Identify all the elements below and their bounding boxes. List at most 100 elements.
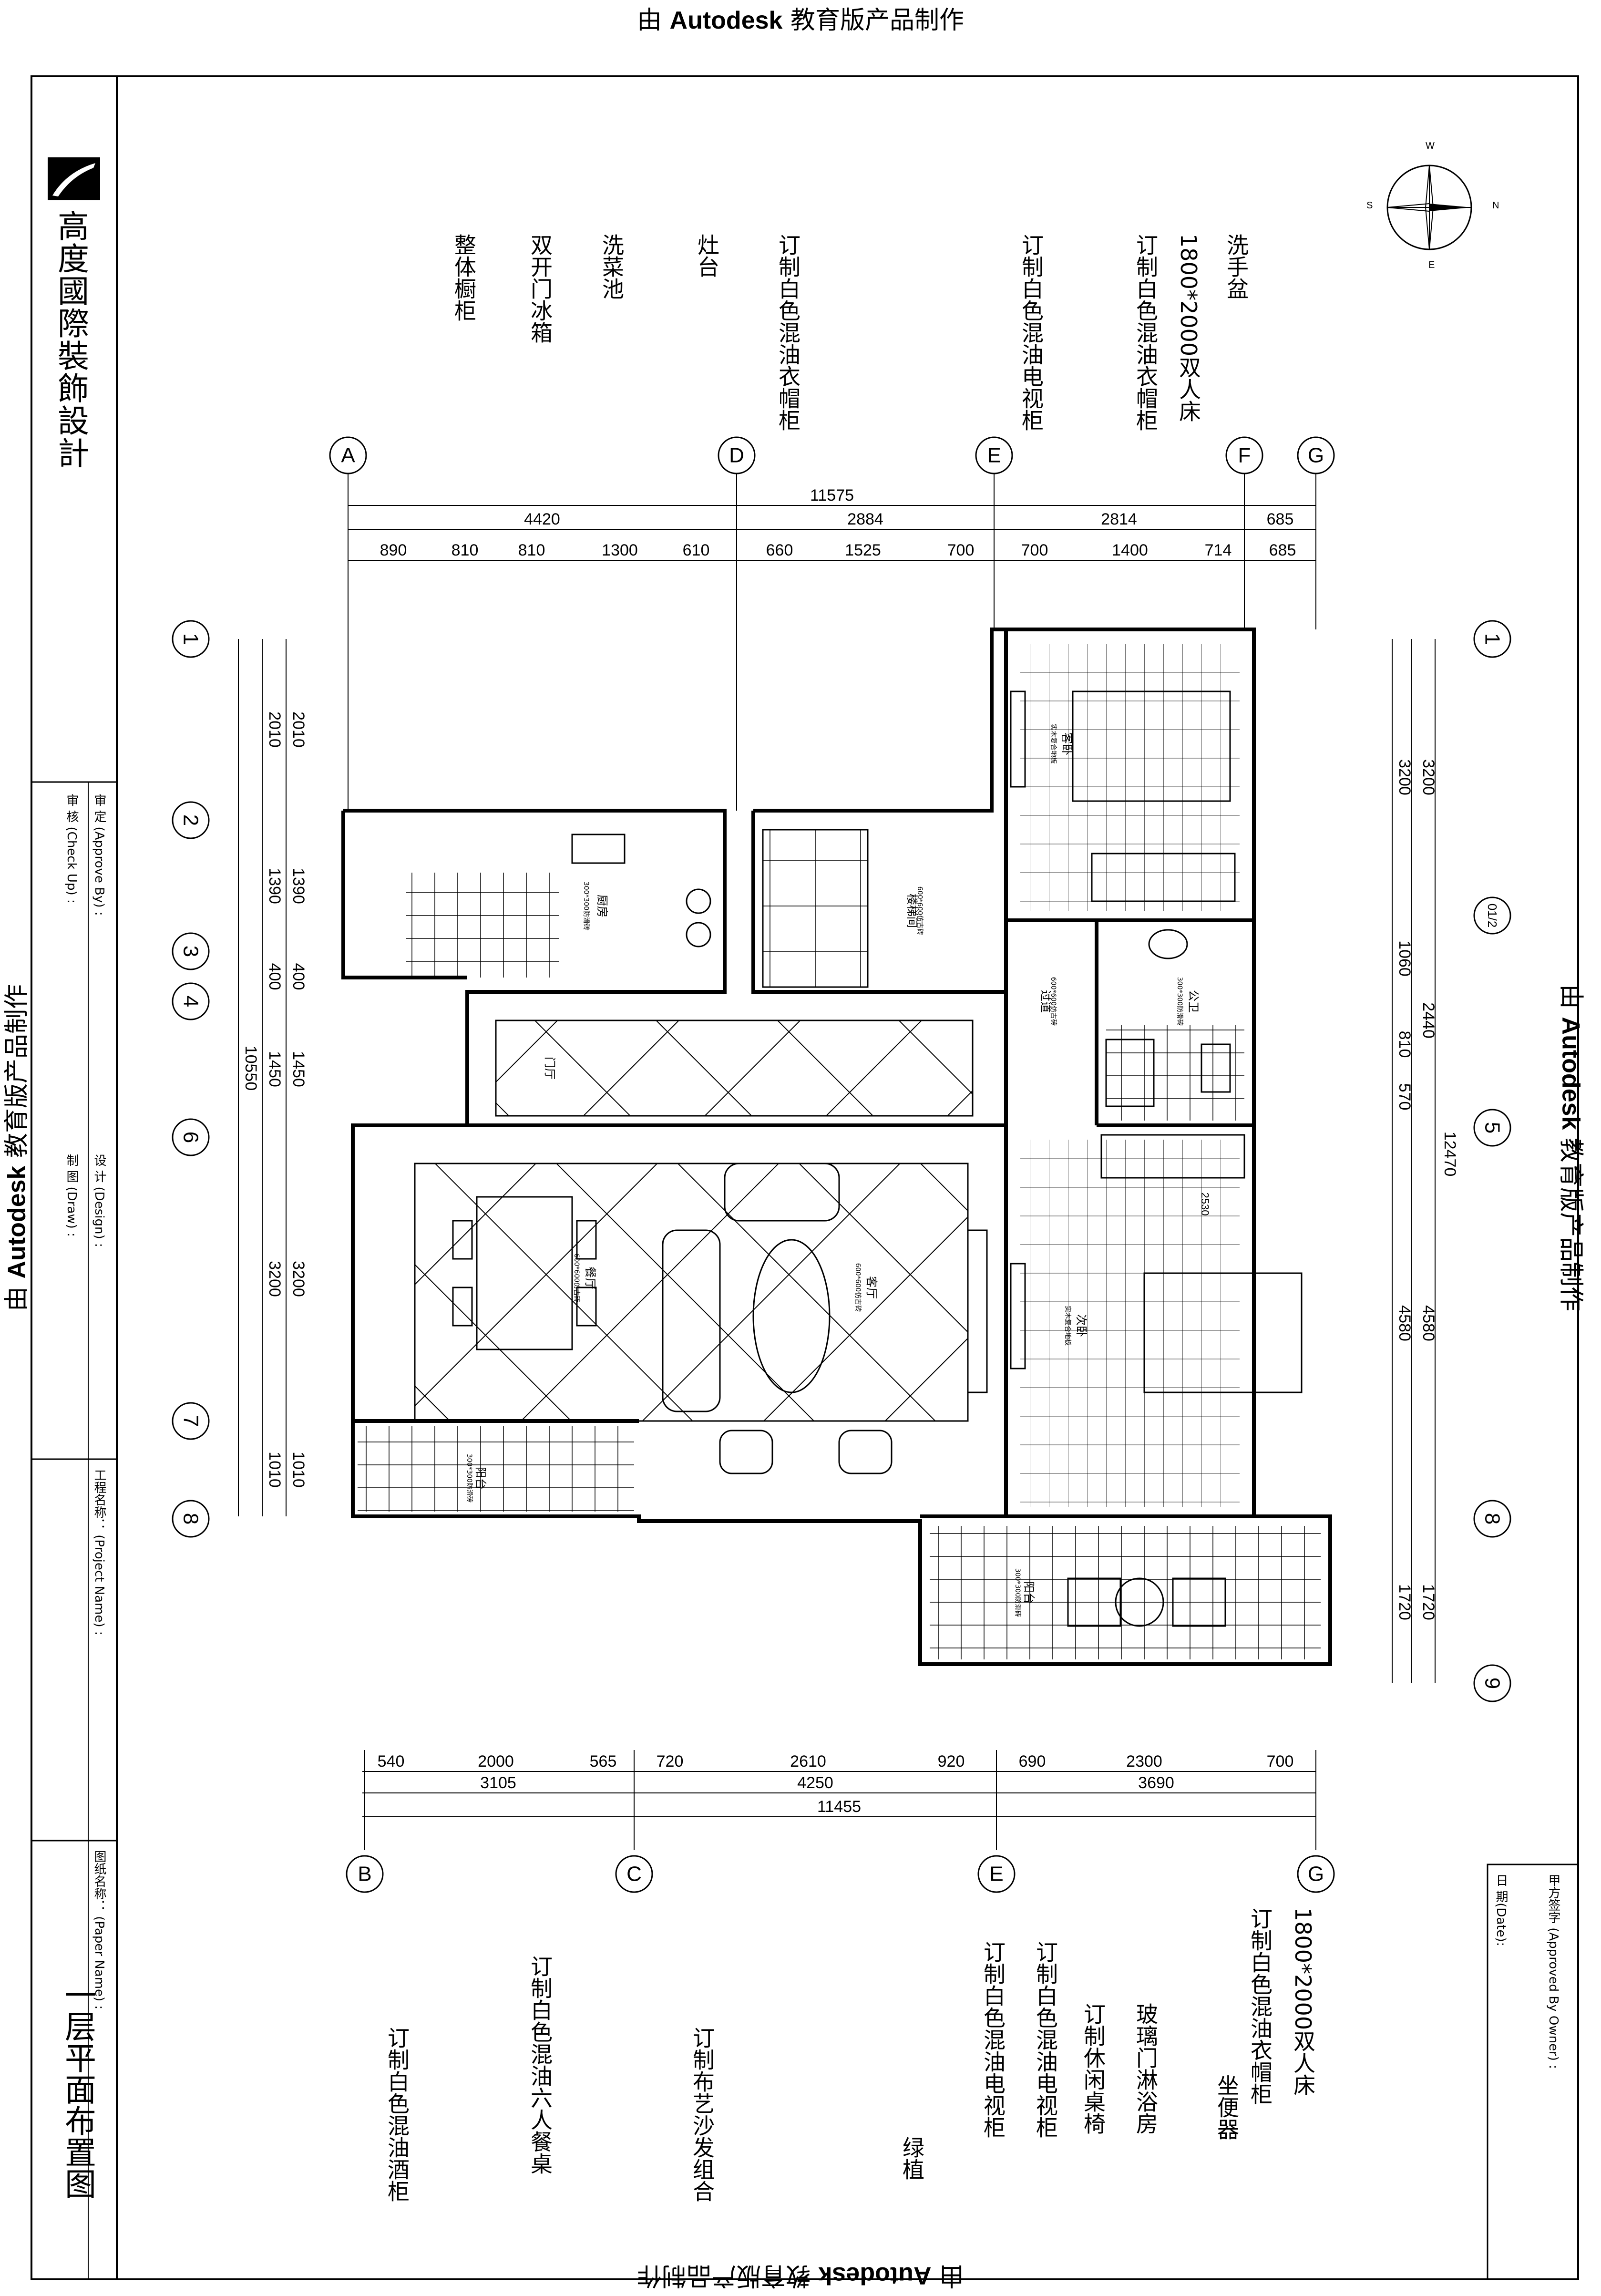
tile-kitchen: 300*300防滑砖	[582, 882, 590, 930]
axis-left-2: 2	[179, 814, 203, 826]
dim-bot-det-5: 920	[938, 1752, 965, 1771]
dim-top-mid-1: 2884	[847, 510, 883, 528]
tile-living: 600*600仿古砖	[854, 1263, 862, 1312]
axis-right-8: 8	[1481, 1513, 1504, 1524]
axis-top-d: D	[729, 444, 744, 467]
stair	[762, 829, 869, 988]
axis-bottom-b: B	[358, 1863, 371, 1886]
top-dimension-lines	[348, 505, 1316, 561]
kitchen-fixtures-icon	[571, 834, 711, 947]
dim-top-det-8: 700	[1021, 541, 1048, 559]
tb-paper: 图纸名称： (Paper Name) :	[92, 1850, 106, 2010]
dining-table-icon	[452, 1196, 597, 1350]
dim-left-i-4: 3200	[266, 1261, 284, 1297]
tile-balcony-e: 300*300防滑砖	[1014, 1568, 1022, 1617]
dim-top-det-3: 1300	[602, 541, 638, 559]
foyer-floor	[495, 1019, 974, 1117]
dim-top-det-10: 714	[1205, 541, 1232, 559]
label-bottom-7: 玻璃门淋浴房	[1133, 2003, 1159, 2134]
dim-left-i-3: 1450	[266, 1051, 284, 1087]
label-bottom-1: 订制白色混油六人餐桌	[527, 1955, 553, 2174]
kitchen-floor	[406, 873, 559, 978]
dim-left-o-0: 2010	[289, 711, 308, 748]
room-balcony-w: 阳台	[474, 1467, 487, 1490]
dim-bot-det-2: 565	[590, 1752, 617, 1771]
dim-top-det-5: 660	[766, 541, 793, 559]
axis-left-8: 8	[179, 1513, 203, 1524]
dim-bot-mid-2: 3690	[1138, 1774, 1174, 1792]
dim-top-det-6: 1525	[845, 541, 881, 559]
label-top-3: 灶台	[694, 234, 720, 278]
dim-right-i-1: 1060	[1396, 940, 1414, 977]
dim-bot-det-0: 540	[378, 1752, 405, 1771]
room-living: 客厅	[865, 1276, 878, 1299]
bottom-dimension-lines	[362, 1750, 1316, 1850]
label-top-4: 订制白色混油衣帽柜	[775, 234, 801, 431]
label-bottom-0: 订制白色混油酒柜	[384, 2027, 410, 2202]
axis-right-5: 5	[1481, 1122, 1504, 1133]
label-top-8: 洗手盆	[1223, 234, 1249, 299]
dim-top-total: 11575	[810, 486, 854, 505]
balcony-chairs-icon	[1067, 1577, 1226, 1627]
dim-top-det-7: 700	[947, 541, 975, 559]
right-dimension-lines	[1392, 639, 1436, 1683]
dim-bot-det-4: 2610	[790, 1752, 826, 1771]
axis-left-3: 3	[179, 946, 203, 957]
label-top-1: 双开门冰箱	[527, 234, 553, 343]
room-corridor: 过道	[1039, 990, 1052, 1013]
tv-cabinet-icon	[967, 690, 1026, 1393]
axis-left-1: 1	[179, 633, 203, 645]
dim-bot-det-6: 690	[1019, 1752, 1046, 1771]
drawing-title: 一层平面布置图	[60, 1979, 96, 2199]
dim-2530: 2530	[1199, 1193, 1211, 1216]
label-bottom-9: 1800*2000双人床	[1290, 1907, 1316, 2096]
dim-left-o-5: 1010	[289, 1452, 308, 1488]
axis-bottom-e: E	[989, 1863, 1003, 1886]
tile-wood1: 实木复合地板	[1049, 724, 1057, 764]
axis-top-g: G	[1308, 444, 1324, 467]
axis-top-a: A	[341, 444, 355, 467]
label-top-0: 整体橱柜	[451, 234, 477, 321]
balcony-w-floor	[358, 1426, 634, 1512]
sofa-icon	[662, 1163, 893, 1474]
bedroom1-floor	[1020, 644, 1240, 911]
dim-right-total: 12470	[1441, 1132, 1459, 1177]
tile-corridor: 600*600仿古砖	[1049, 977, 1057, 1026]
tb-check: 审 核 (Check Up) :	[64, 794, 79, 904]
label-top-5: 订制白色混油电视柜	[1018, 234, 1044, 431]
room-kitchen: 厨房	[595, 895, 609, 917]
dim-right-o-3: 1720	[1419, 1584, 1437, 1620]
axis-top-f: F	[1238, 444, 1251, 467]
dim-left-o-4: 3200	[289, 1261, 308, 1297]
label-bottom-5: 订制白色混油电视柜	[1033, 1941, 1058, 2138]
tile-dining: 600*600仿古砖	[573, 1254, 580, 1302]
dim-top-mid-2: 2814	[1101, 510, 1137, 528]
tb-project: 工程名称： (Project Name) :	[92, 1469, 106, 1636]
dim-bot-total: 11455	[817, 1798, 861, 1816]
dim-left-i-1: 1390	[266, 868, 284, 904]
compass-n: N	[1492, 200, 1499, 211]
room-foyer: 门厅	[543, 1057, 556, 1080]
company-name: 高度國際裝飾設計	[52, 210, 89, 469]
axis-right-1: 1	[1481, 633, 1504, 645]
tile-wood2: 实木复合地板	[1064, 1306, 1072, 1346]
room-dining: 餐厅	[584, 1266, 597, 1289]
axis-bottom-c: C	[626, 1863, 642, 1886]
room-balcony-e: 阳台	[1022, 1581, 1036, 1604]
dim-right-o-1: 2440	[1419, 1002, 1437, 1039]
compass-w: W	[1426, 141, 1435, 151]
dim-bot-mid-0: 3105	[480, 1774, 516, 1792]
dim-right-i-2: 810	[1396, 1031, 1414, 1058]
room-stair: 楼梯间	[905, 894, 919, 928]
dim-top-det-4: 610	[683, 541, 710, 559]
wc-floor	[1106, 1025, 1244, 1121]
wc-fixtures-icon	[1105, 929, 1231, 1107]
tile-balcony-w: 300*300防滑砖	[465, 1454, 473, 1503]
axis-top-e: E	[987, 444, 1001, 467]
dim-left-o-2: 400	[289, 963, 308, 990]
dim-bot-det-1: 2000	[478, 1752, 514, 1771]
dim-left-i-0: 2010	[266, 711, 284, 748]
owner-sign-box	[1487, 1864, 1579, 2280]
axis-left-6: 6	[179, 1132, 203, 1143]
